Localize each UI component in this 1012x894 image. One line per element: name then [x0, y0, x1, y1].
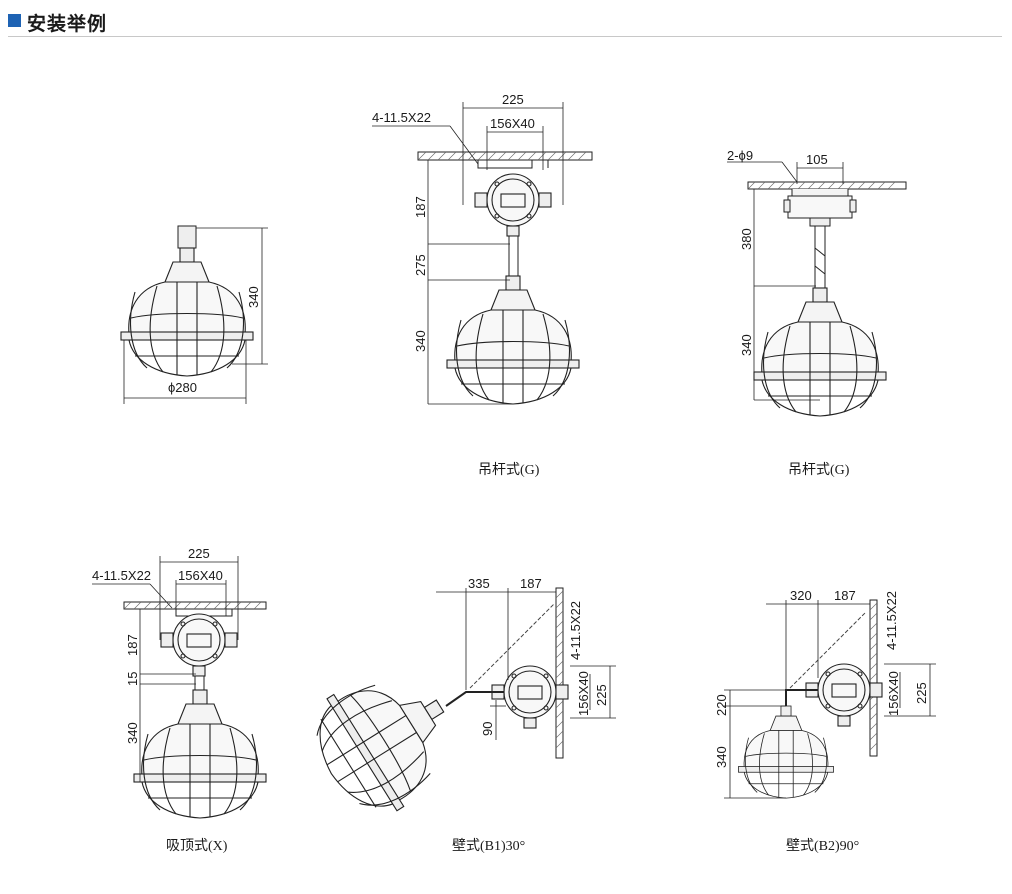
fig2-caption: 吊杆式(G)	[478, 462, 540, 478]
fig6-reach-label: 320	[790, 588, 812, 603]
fig4-caption: 吸顶式(X)	[166, 838, 228, 854]
figure-1: 340 ϕ280	[120, 225, 268, 404]
fig5-holes-label: 4-11.5X22	[568, 601, 583, 660]
fig2-box-label: 187	[413, 196, 428, 218]
fig6-top-label: 220	[714, 694, 729, 716]
fig6-holes-label: 4-11.5X22	[884, 591, 899, 650]
fig6-lamp-label: 340	[714, 746, 729, 768]
fig2-holes-label: 4-11.5X22	[372, 110, 431, 125]
fig4-width-label: 225	[188, 546, 210, 561]
fig5-drop-label: 90	[480, 722, 495, 736]
fig3-lamp-label: 340	[739, 334, 754, 356]
fig4-inner-label: 156X40	[178, 568, 223, 583]
fig4-holes-label: 4-11.5X22	[92, 568, 151, 583]
section-title: 安装举例	[27, 14, 108, 35]
fig3-holes-label: 2-ϕ9	[727, 148, 753, 163]
fig3-width-label: 105	[806, 152, 828, 167]
figure-4: 225 4-11.5X22 156X40 187 15 340 吸顶式(X)	[92, 546, 267, 854]
fig4-gap-label: 15	[125, 672, 140, 686]
section-header: 安装举例	[8, 6, 1002, 37]
fig1-diameter-label: ϕ280	[168, 380, 197, 395]
fig6-inner-label: 156X40	[886, 671, 901, 716]
fig2-rod-label: 275	[413, 254, 428, 276]
fig3-rod-label: 380	[739, 228, 754, 250]
fig4-lamp-label: 340	[125, 722, 140, 744]
fig1-height-label: 340	[246, 286, 261, 308]
fig5-inner-label: 156X40	[576, 671, 591, 716]
fig5-caption: 壁式(B1)30°	[452, 838, 525, 854]
figure-6: 320 187 4-11.5X22 156X40 225 220 340 壁式(…	[714, 588, 936, 854]
fig2-width-label: 225	[502, 92, 524, 107]
fig6-height-label: 225	[914, 682, 929, 704]
fig5-arm-label: 187	[520, 576, 542, 591]
fig5-height-label: 225	[594, 684, 609, 706]
fig6-arm-label: 187	[834, 588, 856, 603]
figure-2: 225 156X40 4-11.5X22 187 275 340 吊杆式(G)	[372, 92, 593, 478]
figure-5: 335 187 4-11.5X22 156X40 225 90 壁式(B1)30…	[295, 576, 616, 854]
header-square-icon	[8, 14, 21, 27]
fig4-box-label: 187	[125, 634, 140, 656]
fig2-inner-label: 156X40	[490, 116, 535, 131]
fig2-lamp-label: 340	[413, 330, 428, 352]
figure-3: 2-ϕ9 105 380 340 吊杆式(G)	[727, 148, 907, 478]
fig6-caption: 壁式(B2)90°	[786, 838, 859, 854]
fig3-caption: 吊杆式(G)	[788, 462, 850, 478]
fig5-reach-label: 335	[468, 576, 490, 591]
